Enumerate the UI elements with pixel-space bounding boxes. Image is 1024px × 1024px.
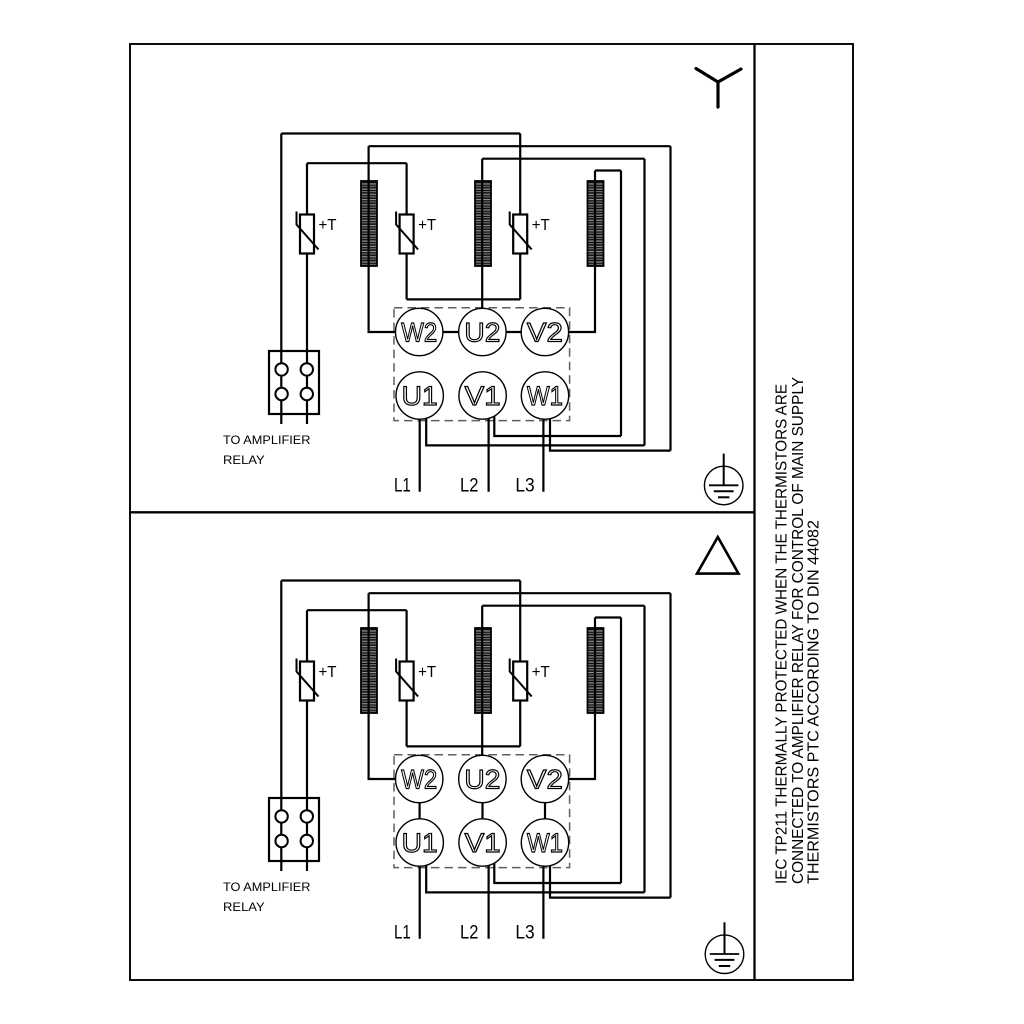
svg-text:CONNECTED TO AMPLIFIER RELAY F: CONNECTED TO AMPLIFIER RELAY FOR CONTROL… xyxy=(790,377,807,884)
svg-text:IEC TP211 THERMALLY PROTECTED: IEC TP211 THERMALLY PROTECTED WHEN THE T… xyxy=(774,384,791,884)
svg-text:THERMISTORS PTC ACCORDING TO D: THERMISTORS PTC ACCORDING TO DIN 44082 xyxy=(806,520,823,884)
